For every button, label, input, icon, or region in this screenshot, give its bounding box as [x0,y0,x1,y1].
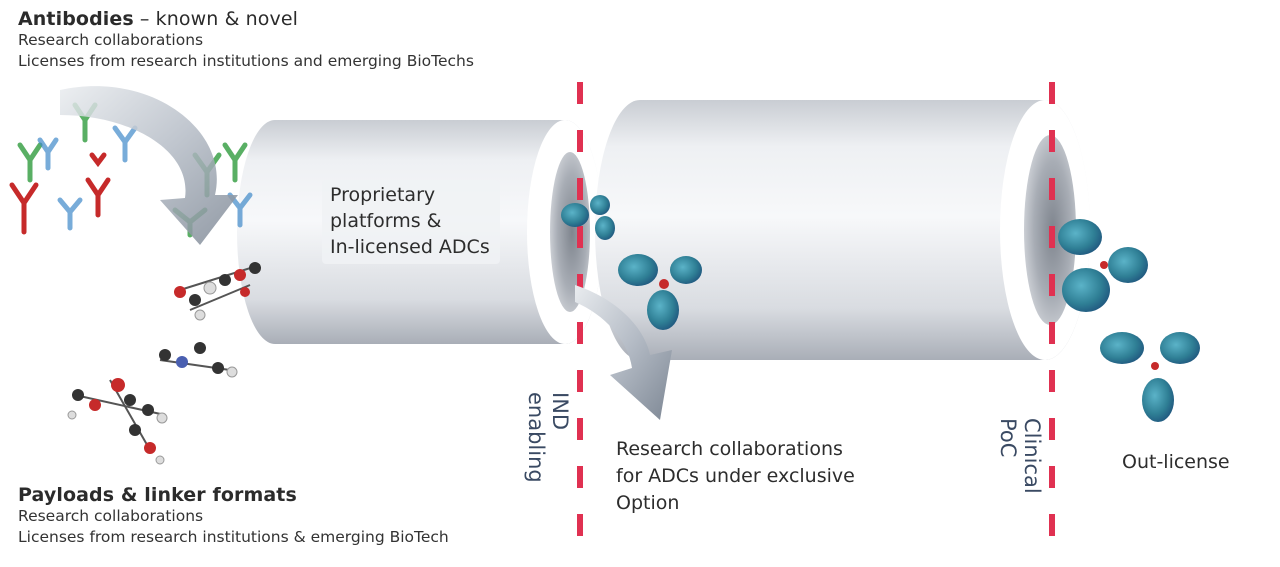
milestone-clinical-label: Clinical PoC [996,418,1044,494]
antibodies-block: Antibodies – known & novel Research coll… [18,8,474,72]
antibodies-line-1: Research collaborations [18,31,204,49]
platform-line-2: platforms & [330,210,442,232]
platform-line-3: In-licensed ADCs [330,236,490,258]
protein-antibody-icon [561,195,1200,422]
antibodies-title: Antibodies – known & novel [18,8,474,30]
branch-line-2: for ADCs under exclusive [616,465,855,487]
down-arrow-icon [575,285,672,420]
milestone-clinical-line-2: PoC [996,418,1020,458]
payloads-block: Payloads & linker formats Research colla… [18,484,449,548]
branch-line-3: Option [616,492,680,514]
milestone-ind-line-2: enabling [524,392,548,483]
payloads-line-2: Licenses from research institutions & em… [18,528,449,546]
milestone-ind-line-1: IND [548,392,572,431]
out-license-label: Out-license [1122,451,1230,473]
antibodies-title-rest: – known & novel [133,8,299,30]
platform-line-1: Proprietary [330,184,436,206]
antibodies-title-bold: Antibodies [18,8,134,30]
branch-label: Research collaborations for ADCs under e… [616,436,855,517]
curved-arrow-icon [60,86,238,245]
antibodies-line-2: Licenses from research institutions and … [18,52,474,70]
milestone-ind-label: IND enabling [524,392,572,483]
payloads-title: Payloads & linker formats [18,484,297,506]
milestone-clinical-line-1: Clinical [1020,418,1044,494]
branch-line-1: Research collaborations [616,438,843,460]
platform-box: Proprietary platforms & In-licensed ADCs [322,180,500,264]
payloads-line-1: Research collaborations [18,507,204,525]
molecule-icon [67,262,261,465]
